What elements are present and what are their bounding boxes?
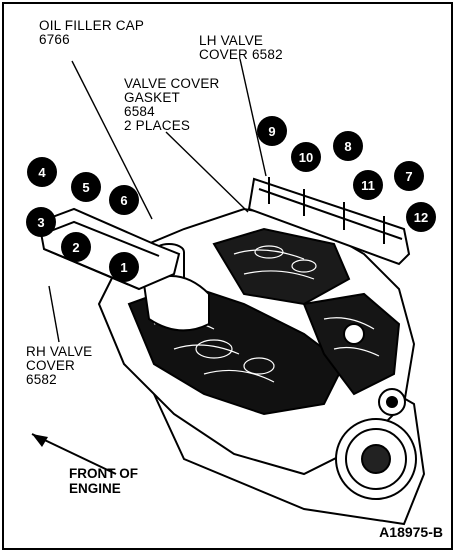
lh-valve-cover: [247, 177, 411, 266]
lh-valve-cover-label: LH VALVE COVER 6582: [199, 33, 283, 62]
callout-5-label: 5: [82, 180, 89, 195]
callout-9: 9: [257, 116, 287, 146]
callout-10-label: 10: [299, 150, 313, 165]
callout-9-label: 9: [268, 124, 275, 139]
callout-1-label: 1: [120, 260, 127, 275]
callout-12-label: 12: [414, 210, 428, 225]
callout-10: 10: [291, 142, 321, 172]
callout-markers: 1 2 3 4 5 6 7: [26, 116, 436, 282]
oil-filler-cap-label: OIL FILLER CAP 6766: [39, 18, 145, 47]
callout-4-label: 4: [38, 165, 46, 180]
callout-8-label: 8: [344, 139, 351, 154]
callout-2: 2: [61, 232, 91, 262]
callout-7-label: 7: [405, 169, 412, 184]
callout-3-label: 3: [37, 215, 44, 230]
callout-6-label: 6: [120, 193, 127, 208]
callout-11: 11: [353, 170, 383, 200]
callout-1: 1: [109, 252, 139, 282]
callout-12: 12: [406, 202, 436, 232]
valve-cover-gasket-label: VALVE COVER GASKET 6584 2 PLACES: [124, 76, 220, 133]
figure-reference: A18975-B: [379, 524, 443, 540]
callout-2-label: 2: [72, 240, 79, 255]
callout-5: 5: [71, 172, 101, 202]
callout-6: 6: [109, 185, 139, 215]
callout-3: 3: [26, 207, 56, 237]
engine-illustration: 1 2 3 4 5 6 7: [26, 58, 436, 526]
engine-block: [97, 207, 426, 526]
rh-valve-cover: [37, 207, 181, 291]
front-of-engine-label: FRONT OF ENGINE: [69, 466, 138, 496]
callout-4: 4: [27, 157, 57, 187]
callout-7: 7: [394, 161, 424, 191]
callout-8: 8: [333, 131, 363, 161]
front-arrow: [31, 433, 117, 475]
rh-valve-cover-label: RH VALVE COVER 6582: [26, 344, 93, 387]
callout-11-label: 11: [361, 178, 375, 193]
leader-lines: [48, 58, 267, 343]
